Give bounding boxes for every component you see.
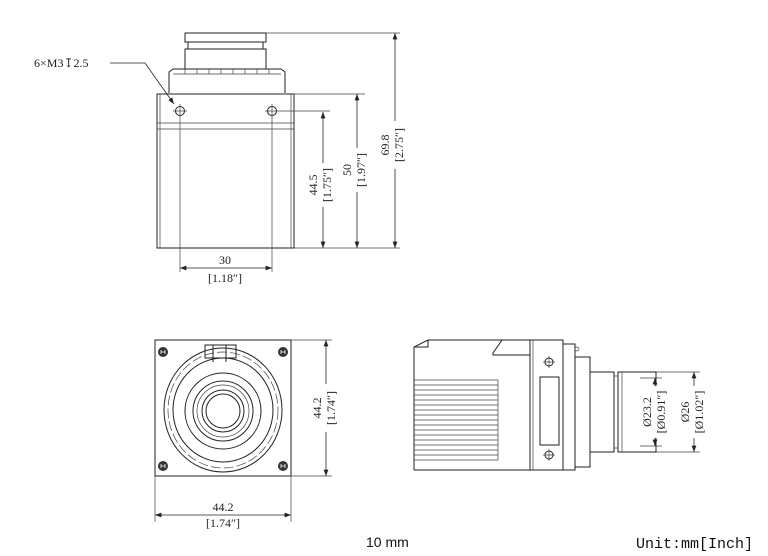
dim-outer-dia: Ø26 (678, 402, 692, 423)
dim-height-in: [1.74″] (324, 391, 338, 425)
mount-ring (574, 356, 591, 468)
callout-leader (110, 62, 175, 105)
mount-hole-icon (543, 449, 555, 461)
collar (562, 343, 576, 471)
lens-neck (589, 371, 615, 453)
dim-inner-dia: Ø23.2 (640, 397, 654, 427)
screw-icon (278, 347, 288, 357)
dim-50-in: [1.97″] (354, 153, 368, 187)
scale-label: 10 mm (366, 534, 409, 550)
knurled-ring (168, 68, 286, 93)
mount-hole-icon (265, 104, 330, 118)
front-view: 44.2 [1.74″] 44.2 [1.74″] (154, 339, 339, 530)
top-view: 6×M3↧2.5 44.5 [1.75″] 50 [1.97″] 69.8 [2… (34, 32, 407, 285)
dim-69-8: 69.8 (378, 135, 392, 156)
connector (539, 376, 560, 446)
dim-width-in: [1.74″] (206, 516, 240, 530)
mount-hole-icon (543, 356, 555, 368)
screw-icon (158, 347, 168, 357)
hole-callout: 6×M3↧2.5 (34, 56, 89, 70)
knurl-marks (173, 69, 281, 75)
collar-pin (574, 346, 580, 352)
unit-label: Unit:mm[Inch] (636, 536, 753, 553)
extension-lines (640, 371, 700, 453)
dim-44-5-in: [1.75″] (320, 168, 334, 202)
dim-44-5: 44.5 (306, 175, 320, 196)
front-plate (154, 339, 292, 477)
dim-inner-dia-in: [Ø0.91″] (654, 391, 668, 434)
mount-hole-icon (173, 104, 187, 118)
extension-lines (179, 32, 400, 272)
lens-mount-rings (163, 347, 283, 473)
dim-width: 44.2 (213, 500, 234, 514)
side-view: Ø23.2 [Ø0.91″] Ø26 [Ø1.02″] (413, 339, 707, 471)
dim-50: 50 (340, 164, 354, 176)
dim-69-8-in: [2.75″] (392, 128, 406, 162)
dim-30-in: [1.18″] (208, 271, 242, 285)
screw-icon (278, 461, 288, 471)
dim-30: 30 (219, 253, 231, 267)
body-lines (157, 94, 294, 248)
lens-cap-step (187, 41, 264, 50)
camera-body (156, 93, 295, 249)
dim-outer-dia-in: [Ø1.02″] (692, 391, 706, 434)
lens-cap (184, 32, 267, 43)
cooling-fins (414, 379, 499, 461)
dim-height: 44.2 (310, 398, 324, 419)
screw-icon (158, 461, 168, 471)
lens-lines (614, 372, 623, 452)
body-chamfer (414, 339, 530, 348)
lens-barrel (184, 48, 267, 70)
extension-lines (154, 339, 332, 522)
